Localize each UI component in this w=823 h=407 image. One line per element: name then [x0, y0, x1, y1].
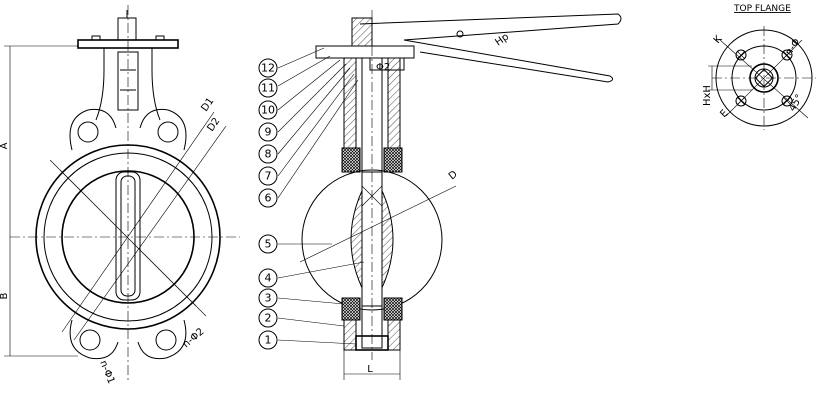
- callout-9: 9: [258, 122, 278, 142]
- callout-5: 5: [258, 234, 278, 254]
- callout-7: 7: [258, 166, 278, 186]
- dim-B-label: B: [0, 292, 10, 299]
- dim-n-phi2-label: n-Φ2: [181, 326, 207, 350]
- dim-Hp-label: Hp: [493, 31, 511, 48]
- svg-text:6: 6: [265, 192, 272, 205]
- callout-2: 2: [258, 308, 278, 328]
- section-view: Hp Φ2 L D: [258, 10, 622, 380]
- svg-text:5: 5: [265, 238, 272, 251]
- dim-L-label: L: [367, 364, 373, 375]
- svg-text:1: 1: [265, 334, 272, 347]
- dim-K-label: K: [712, 33, 725, 45]
- bolt-hole: [781, 95, 793, 107]
- svg-text:3: 3: [265, 292, 272, 305]
- svg-text:9: 9: [265, 126, 272, 139]
- svg-text:2: 2: [265, 312, 272, 325]
- callout-3: 3: [258, 288, 278, 308]
- dim-D1-label: D1: [199, 96, 216, 114]
- callout-8: 8: [258, 144, 278, 164]
- bolt-hole: [735, 49, 747, 61]
- dim-HxH-label: HxH: [702, 85, 713, 106]
- dim-n-phi-label: n-Φ: [783, 37, 802, 58]
- front-view: A B D1 D2 n-Φ1 n-Φ2: [0, 5, 240, 386]
- dim-A-label: A: [0, 142, 10, 149]
- dim-E-label: E: [718, 108, 730, 120]
- dim-D-label: D: [447, 169, 460, 183]
- dim-angle-label: 45°: [787, 93, 805, 114]
- svg-text:4: 4: [265, 272, 272, 285]
- svg-text:12: 12: [261, 62, 275, 75]
- callout-12: 12: [258, 58, 278, 78]
- svg-text:10: 10: [261, 104, 275, 117]
- dim-n-phi1-label: n-Φ1: [97, 359, 116, 386]
- callout-6: 6: [258, 188, 278, 208]
- dim-phi2-label: Φ2: [376, 62, 390, 73]
- top-flange-view: TOP FLANGE HxH K E n-Φ 45°: [702, 4, 816, 130]
- callout-4: 4: [258, 268, 278, 288]
- callout-1: 1: [258, 330, 278, 350]
- svg-text:11: 11: [261, 82, 275, 95]
- svg-text:8: 8: [265, 148, 272, 161]
- callout-11: 11: [258, 78, 278, 98]
- top-flange-title: TOP FLANGE: [733, 4, 791, 14]
- svg-text:7: 7: [265, 170, 272, 183]
- callout-10: 10: [258, 100, 278, 120]
- dim-D2-label: D2: [205, 116, 222, 134]
